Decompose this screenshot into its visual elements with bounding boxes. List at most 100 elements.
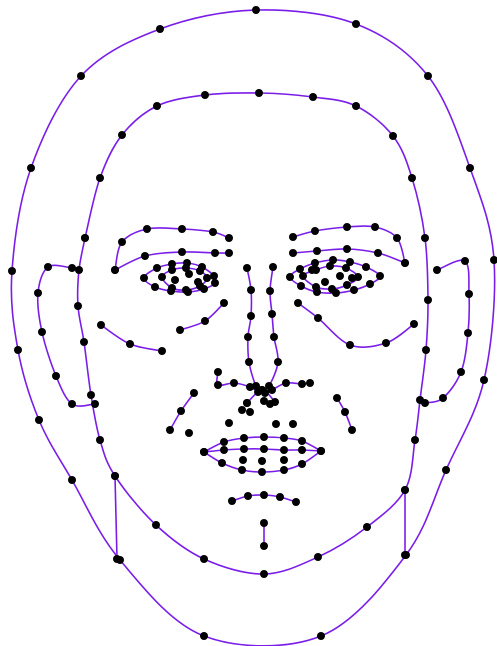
landmark-point-215	[280, 456, 288, 464]
landmark-point-10	[442, 466, 450, 474]
landmark-point-165	[166, 426, 174, 434]
landmark-point-120	[342, 264, 350, 272]
landmark-point-30	[422, 346, 430, 354]
landmark-point-28	[421, 234, 429, 242]
landmark-point-105	[286, 273, 294, 281]
landmark-point-68	[209, 228, 217, 236]
landmark-point-166	[333, 394, 341, 402]
landmark-point-194	[292, 498, 300, 506]
landmark-point-62	[439, 394, 447, 402]
landmark-point-138	[247, 312, 255, 320]
landmark-point-211	[348, 274, 356, 282]
landmark-point-56	[91, 400, 99, 408]
landmark-point-85	[401, 259, 409, 267]
landmark-point-161	[258, 386, 266, 394]
landmark-point-172	[260, 433, 268, 441]
landmark-point-38	[152, 521, 160, 529]
landmark-point-43	[74, 302, 82, 310]
landmark-point-173	[280, 434, 288, 442]
left-nasolabial-upper	[180, 303, 224, 330]
landmark-point-186	[258, 468, 266, 476]
landmark-point-170	[220, 438, 228, 446]
landmark-point-48	[401, 486, 409, 494]
right-brow-upper	[293, 226, 405, 263]
landmark-point-129	[201, 317, 209, 325]
landmark-point-106	[296, 265, 304, 273]
landmark-point-60	[464, 329, 472, 337]
landmark-point-192	[260, 491, 268, 499]
landmark-point-42	[80, 338, 88, 346]
landmark-point-103	[182, 286, 190, 294]
landmark-point-206	[171, 276, 179, 284]
landmark-point-78	[371, 223, 379, 231]
landmark-point-73	[211, 249, 219, 257]
landmark-point-69	[225, 234, 233, 242]
landmark-point-157	[282, 379, 290, 387]
landmark-point-177	[220, 446, 228, 454]
landmark-point-20	[118, 131, 126, 139]
landmark-point-150	[214, 368, 222, 376]
nose-bridge-right	[262, 267, 278, 390]
landmark-point-52	[34, 289, 42, 297]
landmark-point-46	[111, 472, 119, 480]
landmark-point-17	[14, 346, 22, 354]
landmark-point-190	[228, 497, 236, 505]
landmark-point-212	[260, 397, 268, 405]
landmark-point-22	[201, 91, 209, 99]
landmark-point-41	[87, 391, 95, 399]
landmark-point-145	[268, 310, 276, 318]
landmark-point-96	[151, 283, 159, 291]
landmark-point-32	[411, 436, 419, 444]
landmark-point-128	[176, 326, 184, 334]
landmark-point-51	[44, 263, 52, 271]
landmark-point-117	[299, 272, 307, 280]
landmark-point-104	[168, 284, 176, 292]
landmark-point-84	[374, 249, 382, 257]
landmark-point-25	[352, 102, 360, 110]
landmark-point-36	[260, 570, 268, 578]
landmark-point-55	[68, 400, 76, 408]
landmark-point-23	[255, 89, 263, 97]
right-ear	[425, 260, 469, 403]
landmark-point-54	[52, 372, 60, 380]
landmark-point-158	[268, 386, 276, 394]
landmark-point-59	[465, 290, 473, 298]
landmark-contours	[11, 10, 494, 646]
landmark-point-146	[270, 333, 278, 341]
landmark-point-119	[326, 262, 334, 270]
landmark-point-57	[433, 266, 441, 274]
landmark-point-110	[362, 263, 370, 271]
landmark-point-45	[81, 234, 89, 242]
landmark-point-75	[289, 233, 297, 241]
landmark-point-210	[321, 278, 329, 286]
landmark-point-87	[153, 264, 161, 272]
landmark-point-184	[218, 459, 226, 467]
landmark-point-204	[246, 408, 254, 416]
landmark-point-198	[238, 406, 246, 414]
landmark-point-40	[96, 436, 104, 444]
landmark-point-1	[27, 164, 35, 172]
landmark-point-77	[343, 223, 351, 231]
left-neck-line	[115, 476, 117, 559]
landmark-point-100	[196, 267, 204, 275]
landmark-point-203	[185, 429, 193, 437]
landmark-point-155	[306, 379, 314, 387]
landmark-point-44	[75, 266, 83, 274]
landmark-point-136	[243, 264, 251, 272]
landmark-point-92	[211, 279, 219, 287]
landmark-point-168	[348, 426, 356, 434]
landmark-point-19	[96, 174, 104, 182]
right-cheek-line	[298, 303, 414, 347]
landmark-point-74	[225, 249, 233, 257]
landmark-point-107	[311, 259, 319, 267]
landmark-point-81	[289, 249, 297, 257]
landmark-point-163	[190, 389, 198, 397]
landmark-point-191	[244, 492, 252, 500]
landmark-point-181	[298, 446, 306, 454]
landmark-point-86	[140, 274, 148, 282]
landmark-point-16	[35, 416, 43, 424]
landmark-point-111	[376, 272, 384, 280]
landmark-point-26	[389, 132, 397, 140]
landmark-point-112	[366, 280, 374, 288]
